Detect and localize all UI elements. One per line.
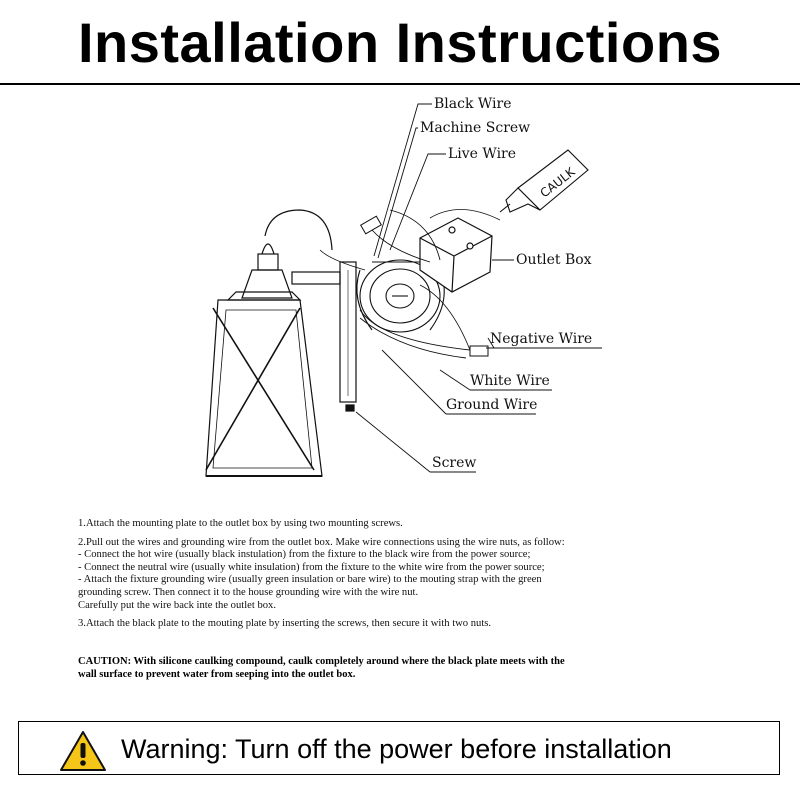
step-3: 3.Attach the black plate to the mouting … [78,618,492,630]
step-2-line: - Attach the fixture grounding wire (usu… [78,574,542,586]
label-machine-screw: Machine Screw [420,120,530,136]
wiring-diagram: Black Wire Machine Screw Live Wire CAULK… [205,96,602,477]
caution-line: CAUTION: With silicone caulking compound… [78,656,565,667]
step-2-line: - Connect the hot wire (usually black in… [78,549,531,561]
step-2-line: grounding screw. Then connect it to the … [78,586,419,598]
step-1: 1.Attach the mounting plate to the outle… [78,518,403,529]
page-title: Installation Instructions [77,11,723,74]
warning-banner: Warning: Turn off the power before insta… [18,721,780,775]
label-live-wire: Live Wire [448,146,516,162]
caution-note: CAUTION: With silicone caulking compound… [78,655,718,681]
label-ground-wire: Ground Wire [446,397,537,413]
instruction-steps: 1.Attach the mounting plate to the outle… [78,518,718,631]
warning-text: Warning: Turn off the power before insta… [121,734,672,764]
step-2-line: Carefully put the wire back inte the out… [78,599,276,611]
step-2-line: - Connect the neutral wire (usually whit… [78,561,545,573]
label-white-wire: White Wire [470,373,550,389]
label-black-wire: Black Wire [434,96,512,112]
lantern-frame [205,299,323,477]
label-negative-wire: Negative Wire [490,331,592,347]
step-2-line: 2.Pull out the wires and grounding wire … [78,536,565,548]
label-screw: Screw [432,455,476,471]
warning-triangle-icon [60,731,106,771]
title-divider [0,83,800,85]
caution-line: wall surface to prevent water from seepi… [78,669,356,680]
label-outlet-box: Outlet Box [516,252,592,268]
